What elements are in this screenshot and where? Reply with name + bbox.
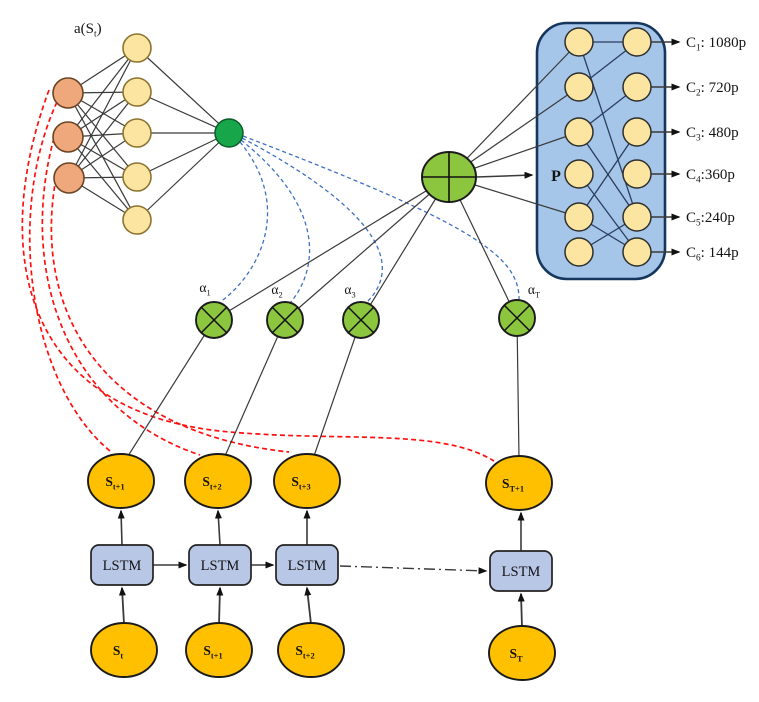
- hidden-state-ellipse-1: [87, 453, 155, 509]
- lstm-block-2: [188, 544, 252, 586]
- lstm-to-state-arrow-2: [214, 509, 222, 546]
- blue-dashed-curve-3: [241, 137, 383, 304]
- hidden-state-ellipse-2: [184, 453, 252, 509]
- red-dashed-curve-1: [28, 101, 111, 452]
- encoder-hidden-node-4: [122, 162, 152, 192]
- hidden-state-ellipse-3-label: St+3: [291, 474, 310, 492]
- encoder-input-node-2: [52, 121, 84, 153]
- encoder-to-context-edge: [136, 132, 230, 178]
- input-state-ellipse-3-label: St+2: [295, 643, 314, 661]
- lstm-block-3: [275, 544, 339, 586]
- input-state-ellipse-3: [277, 622, 345, 678]
- alpha-cross-2: [347, 306, 375, 334]
- lstm-block-1: [90, 544, 154, 586]
- encoder-hidden-node-5: [122, 205, 152, 235]
- input-state-ellipse-1: [90, 622, 158, 678]
- hidden-state-ellipse-2-label: St+2: [202, 474, 221, 492]
- input-state-ellipse-4: [488, 625, 556, 681]
- hidden-state-ellipse-1-label: St+1: [105, 474, 124, 492]
- lstm-label-4: LSTM: [502, 564, 541, 580]
- blue-dashed-curve-4: [242, 135, 520, 301]
- hidden-state-ellipse-3: [273, 453, 341, 509]
- hidden-state-ellipse-4: [485, 455, 553, 511]
- output-label-6: C6: 144p: [686, 245, 739, 264]
- alpha-cross-2: [503, 304, 531, 332]
- sum-to-alpha-edge-3: [360, 176, 450, 321]
- lstm-dashdot-arrow: [339, 565, 488, 575]
- blue-dashed-curve-1: [218, 141, 269, 304]
- box-left-node-5: [564, 202, 594, 232]
- context-vector-node: [214, 118, 244, 148]
- encoder-hidden-node-2: [122, 77, 152, 107]
- alpha-to-state-edge-4: [516, 317, 520, 459]
- alpha-to-state-edge-3: [313, 319, 362, 457]
- input-to-lstm-arrow-3: [304, 586, 312, 625]
- input-to-lstm-arrow-4: [517, 592, 525, 628]
- sum-to-alpha-edge-1: [213, 176, 450, 321]
- attention-function-label: a(St): [74, 21, 102, 40]
- input-state-ellipse-2: [185, 622, 253, 678]
- encoder-edge: [68, 47, 138, 179]
- box-internal-edge: [578, 41, 638, 218]
- lstm-label-3: LSTM: [288, 558, 327, 574]
- box-right-node-3: [622, 117, 652, 147]
- encoder-edge: [67, 47, 138, 138]
- alpha-label-2: α2: [271, 282, 282, 300]
- alpha-label-1: α1: [199, 280, 210, 298]
- output-label-3: C3: 480p: [686, 125, 739, 144]
- box-internal-edge: [578, 173, 638, 253]
- box-right-node-1: [622, 27, 652, 57]
- input-state-ellipse-1-label: St: [113, 643, 124, 661]
- hidden-state-ellipse-4-label: ST+1: [502, 476, 524, 494]
- box-right-node-6: [622, 237, 652, 267]
- box-left-node-4: [564, 159, 594, 189]
- red-dashed-curve-3: [50, 177, 290, 453]
- encoder-to-context-edge: [136, 47, 230, 134]
- box-right-node-5: [622, 202, 652, 232]
- alpha-to-state-edge-2: [224, 319, 286, 457]
- alpha-cross-2: [271, 306, 299, 334]
- lstm-label-2: LSTM: [201, 558, 240, 574]
- input-to-lstm-arrow-2: [216, 586, 224, 625]
- box-internal-edge: [578, 131, 638, 218]
- encoder-hidden-node-1: [122, 33, 152, 63]
- input-to-lstm-arrow-1: [118, 586, 126, 625]
- sum-to-alpha-edge-2: [284, 176, 450, 321]
- red-dashed-curve-4: [21, 89, 495, 462]
- box-left-node-3: [564, 117, 594, 147]
- box-right-node-4: [622, 159, 652, 189]
- encoder-input-node-3: [53, 162, 85, 194]
- alpha-cross-2: [200, 306, 228, 334]
- alpha-label-3: α3: [344, 282, 355, 300]
- sum-to-box-arrow: [475, 171, 534, 179]
- lstm-block-4: [489, 550, 553, 592]
- encoder-to-context-edge: [136, 91, 230, 134]
- lstm-label-1: LSTM: [103, 558, 142, 574]
- encoder-edge: [68, 91, 138, 179]
- output-label-1: C1: 1080p: [686, 35, 746, 54]
- input-state-ellipse-4-label: ST: [509, 646, 523, 664]
- alpha-to-state-edge-1: [127, 319, 215, 457]
- box-left-node-2: [564, 72, 594, 102]
- encoder-to-context-edge: [136, 132, 230, 221]
- alpha-label-4: αT: [528, 282, 540, 300]
- box-right-node-2: [622, 72, 652, 102]
- sum-to-box-edge: [448, 41, 580, 178]
- box-left-node-1: [564, 27, 594, 57]
- output-label-5: C5:240p: [686, 210, 735, 229]
- encoder-edge: [67, 136, 138, 221]
- lstm-to-state-arrow-1: [117, 509, 125, 546]
- red-dashed-curve-2: [41, 137, 201, 456]
- output-label-2: C2: 720p: [686, 80, 739, 99]
- encoder-hidden-node-3: [122, 118, 152, 148]
- blue-dashed-curve-2: [240, 139, 311, 304]
- prediction-box-p-label: P: [551, 168, 561, 185]
- output-label-4: C4:360p: [686, 167, 735, 186]
- box-left-node-6: [564, 237, 594, 267]
- encoder-input-node-1: [52, 77, 84, 109]
- input-state-ellipse-2-label: St+1: [203, 643, 222, 661]
